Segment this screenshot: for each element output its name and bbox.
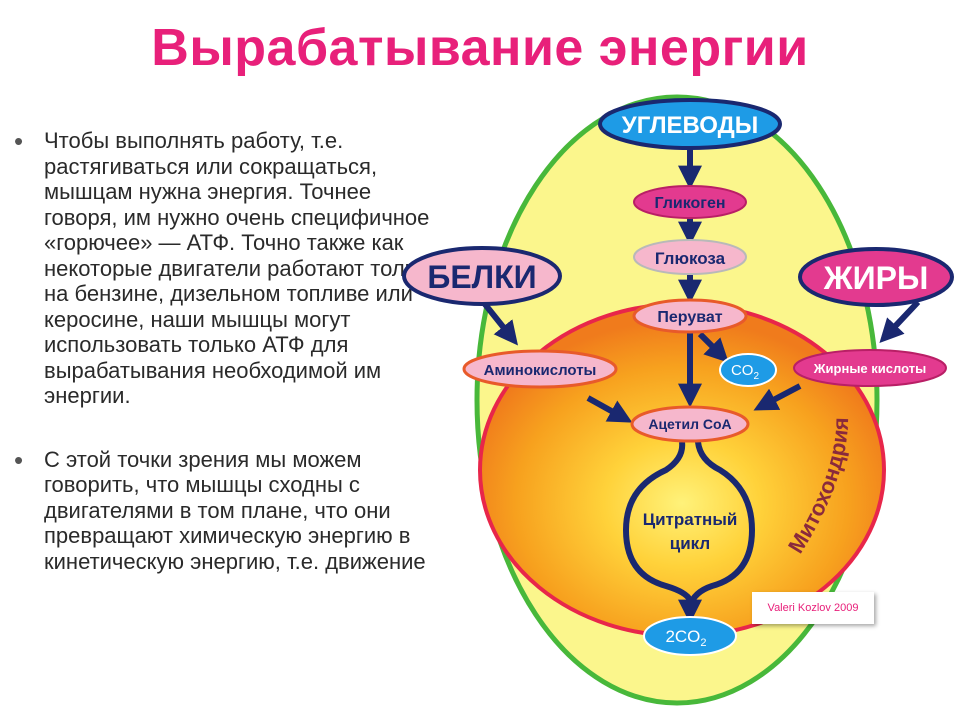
glycogen-label: Гликоген (654, 195, 725, 212)
fatty-acids-node (793, 349, 947, 387)
bullet-list: • Чтобы выполнять работу, т.е. растягива… (14, 128, 439, 612)
bullet-item: • С этой точки зрения мы можем говорить,… (14, 447, 439, 575)
pyruvate-label: Перуват (657, 309, 722, 326)
co2-output-base: 2CO (665, 627, 700, 646)
citric-cycle-arrow-right (687, 441, 756, 607)
co2-output-label: 2CO2 (665, 627, 706, 649)
co2-node (719, 353, 777, 387)
acetyl-coa-label: Ацетил CoA (648, 416, 731, 432)
bullet-symbol: • (14, 126, 24, 156)
page-title: Вырабатывание энергии (151, 19, 809, 77)
bullet-item: • Чтобы выполнять работу, т.е. растягива… (14, 128, 439, 409)
fats-node (798, 247, 954, 307)
proteins-label: БЕЛКИ (427, 259, 536, 295)
arrow-amino-acetyl (586, 395, 633, 423)
amino-acids-node (462, 349, 618, 389)
arrow-fatty-acetyl (753, 383, 802, 411)
co2-output-subscript: 2 (700, 637, 706, 649)
co2-label: CO2 (731, 362, 760, 382)
carbs-node (598, 98, 782, 150)
carbs-label: УГЛЕВОДЫ (622, 112, 758, 139)
bullet-text: С этой точки зрения мы можем говорить, ч… (44, 446, 426, 574)
co2-base: CO (731, 362, 754, 379)
co2-output-node (643, 616, 737, 656)
co2-subscript: 2 (753, 371, 759, 382)
citric-cycle-arrow (622, 441, 693, 602)
amino-acids-label: Аминокислоты (484, 362, 597, 379)
citrate-cycle-line2: цикл (670, 534, 710, 553)
proteins-node (402, 246, 562, 306)
fatty-acids-label: Жирные кислоты (813, 361, 926, 376)
acetyl-coa-node (630, 405, 750, 443)
bullet-text: Чтобы выполнять работу, т.е. растягивать… (44, 128, 439, 408)
pyruvate-node (632, 298, 748, 334)
glucose-label: Глюкоза (655, 249, 726, 268)
citrate-cycle-line1: Цитратный (643, 510, 738, 529)
glycogen-node (633, 185, 747, 219)
arrow-pyruvate-co2 (697, 331, 729, 363)
credit-box: Valeri Kozlov 2009 (752, 592, 874, 624)
glucose-node (633, 239, 747, 275)
arrow-fats-fatty (879, 299, 921, 343)
fats-label: ЖИРЫ (823, 260, 929, 296)
bullet-symbol: • (14, 444, 24, 475)
